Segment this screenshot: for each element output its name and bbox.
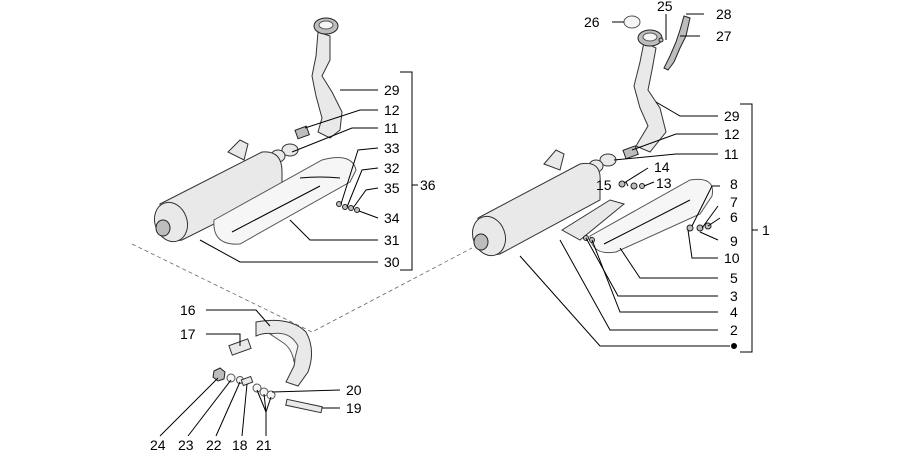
label-right-7: 7: [730, 194, 738, 210]
label-right-10: 10: [724, 250, 740, 266]
label-left-30: 30: [384, 254, 400, 270]
label-left-36: 36: [420, 177, 436, 193]
label-guard-17: 17: [180, 326, 196, 342]
label-right-25: 25: [657, 0, 673, 14]
label-guard-20: 20: [346, 382, 362, 398]
label-guard-22: 22: [206, 437, 222, 453]
callout-labels: 29 12 11 33 32 35 34 36 31 30 26 25 28 2…: [150, 0, 770, 453]
right-exhaust-assembly: [471, 15, 714, 257]
right-heat-shield: [589, 178, 714, 254]
label-right-27: 27: [716, 28, 732, 44]
label-right-3: 3: [730, 288, 738, 304]
label-guard-18: 18: [232, 437, 248, 453]
label-guard-23: 23: [178, 437, 194, 453]
label-right-26: 26: [584, 14, 600, 30]
label-right-15: 15: [596, 177, 612, 193]
label-guard-21: 21: [256, 437, 272, 453]
label-left-31: 31: [384, 232, 400, 248]
label-right-5: 5: [730, 270, 738, 286]
label-left-29: 29: [384, 82, 400, 98]
label-right-6: 6: [730, 209, 738, 225]
label-guard-19: 19: [346, 400, 362, 416]
left-exhaust-pipe: [311, 31, 343, 139]
label-right-2: 2: [730, 322, 738, 338]
nut-24: [212, 367, 226, 382]
label-left-35: 35: [384, 180, 400, 196]
label-right-1: 1: [762, 222, 770, 238]
label-right-14: 14: [654, 159, 670, 175]
left-exhaust-assembly: [153, 17, 360, 245]
guard-spacer: [228, 338, 252, 356]
left-hardware-33: [336, 201, 342, 207]
label-left-34: 34: [384, 210, 400, 226]
label-left-11: 11: [384, 120, 399, 136]
label-right-29: 29: [724, 108, 740, 124]
label-left-33: 33: [384, 140, 400, 156]
assembly-link-dashed: [131, 243, 473, 333]
label-right-4: 4: [730, 304, 738, 320]
right-clamp: [622, 145, 639, 160]
label-left-32: 32: [384, 160, 400, 176]
left-clamp: [294, 125, 310, 140]
lower-guard-assembly: [212, 319, 323, 414]
label-guard-24: 24: [150, 437, 166, 453]
label-right-12: 12: [724, 126, 740, 142]
leader-lines: [159, 13, 758, 437]
sensor-o-ring: [623, 15, 641, 29]
right-exhaust-pipe: [633, 41, 667, 153]
label-guard-16: 16: [180, 302, 196, 318]
muffler-guard: [255, 319, 312, 387]
label-right-28: 28: [716, 6, 732, 22]
label-right-13: 13: [656, 175, 672, 191]
label-right-11: 11: [724, 146, 739, 162]
long-bolt: [285, 398, 323, 414]
label-right-8: 8: [730, 176, 738, 192]
label-right-9: 9: [730, 233, 738, 249]
right-bracket: [561, 199, 626, 241]
oxygen-sensor: [663, 15, 691, 71]
label-left-12: 12: [384, 102, 400, 118]
